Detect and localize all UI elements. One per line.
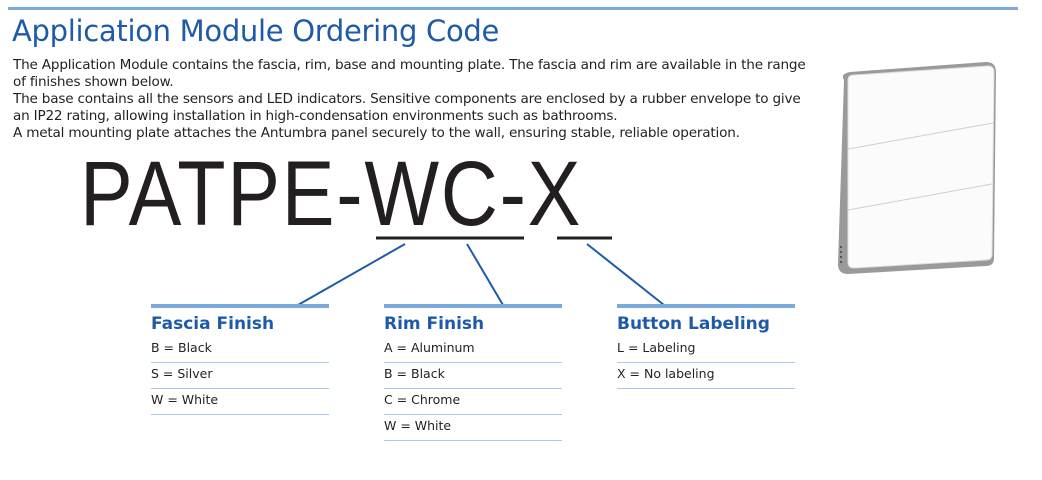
table-title: Fascia Finish [151,314,275,334]
table-row: L = Labeling [617,337,795,363]
table-row: A = Aluminum [384,337,562,363]
table-row: B = Black [151,337,329,363]
code-part-fascia-rim: WC [364,143,500,245]
table-bar [151,304,329,308]
table-row: W = White [384,415,562,441]
ordering-code: PATPE-WC-X [80,148,582,240]
top-rule [8,7,1018,10]
intro-paragraph: A metal mounting plate attaches the Antu… [13,125,740,141]
intro-paragraph: The Application Module contains the fasc… [13,57,806,90]
table-row: B = Black [384,363,562,389]
table-bar [617,304,795,308]
table-title: Button Labeling [617,314,770,334]
connector-labeling [586,243,665,306]
table-row: S = Silver [151,363,329,389]
connector-fascia [297,243,406,306]
code-part-labeling: X [527,143,583,245]
table-row: X = No labeling [617,363,795,389]
table-row: C = Chrome [384,389,562,415]
fascia-finish-table: Fascia Finish B = Black S = Silver W = W… [151,304,329,415]
button-labeling-table: Button Labeling L = Labeling X = No labe… [617,304,795,389]
connector-rim [466,243,504,306]
rim-finish-table: Rim Finish A = Aluminum B = Black C = Ch… [384,304,562,441]
intro-paragraph: The base contains all the sensors and LE… [13,91,801,124]
code-separator: - [499,143,528,245]
table-row: W = White [151,389,329,415]
table-bar [384,304,562,308]
page-title: Application Module Ordering Code [12,14,500,48]
panel-product-image [838,62,996,274]
code-prefix: PATPE- [80,143,365,245]
intro-text: The Application Module contains the fasc… [13,57,813,142]
table-title: Rim Finish [384,314,485,334]
